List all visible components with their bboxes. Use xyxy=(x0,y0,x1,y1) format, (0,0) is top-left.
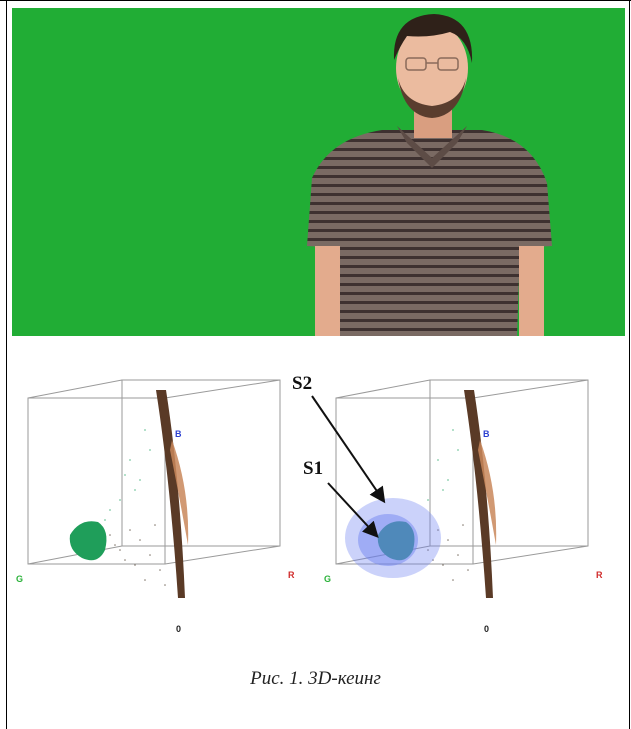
axis-label-b: B xyxy=(175,429,182,439)
cube-edges xyxy=(27,379,281,565)
axis-label-r: R xyxy=(596,570,603,580)
frame-left-border xyxy=(6,0,7,729)
scatter-noise xyxy=(427,524,469,581)
axis-label-b: B xyxy=(483,429,490,439)
axis-label-g: G xyxy=(324,574,331,584)
brown-cluster-streak xyxy=(156,390,189,598)
person-hair xyxy=(393,14,473,63)
arrow-s1 xyxy=(327,482,379,538)
frame-right-border xyxy=(629,0,630,729)
green-key-cluster xyxy=(69,521,107,561)
person-beard xyxy=(398,78,466,118)
person-collar xyxy=(397,126,467,168)
person-left-arm xyxy=(315,246,340,336)
rgb-scatter-plot-left: B G R 0 xyxy=(10,360,310,650)
person-right-arm xyxy=(519,246,544,336)
scatter-noise xyxy=(109,524,166,586)
axis-label-g: G xyxy=(16,574,23,584)
figure-caption: Рис. 1. 3D-кеинг xyxy=(250,668,381,689)
rgb-cube-left: B G R 0 xyxy=(16,379,295,634)
green-scatter-noise xyxy=(427,429,459,501)
axis-label-r: R xyxy=(288,570,295,580)
annotation-s1-label: S1 xyxy=(303,458,324,479)
cube-edges xyxy=(335,379,589,565)
person-glasses xyxy=(405,57,459,71)
arrow-s2 xyxy=(311,395,386,504)
axis-label-origin: 0 xyxy=(484,624,489,634)
annotation-s2-label: S2 xyxy=(292,373,313,394)
green-key-cluster xyxy=(377,521,415,561)
sphere-s2-outer xyxy=(345,498,441,578)
person-shirt xyxy=(307,130,552,336)
person-face xyxy=(396,23,468,113)
brown-cluster-streak xyxy=(464,390,497,598)
frame-top-border xyxy=(0,0,631,1)
axis-label-origin: 0 xyxy=(176,624,181,634)
greenscreen-photo-svg xyxy=(12,8,625,336)
green-scatter-noise xyxy=(104,429,151,521)
greenscreen-photo xyxy=(12,8,625,336)
